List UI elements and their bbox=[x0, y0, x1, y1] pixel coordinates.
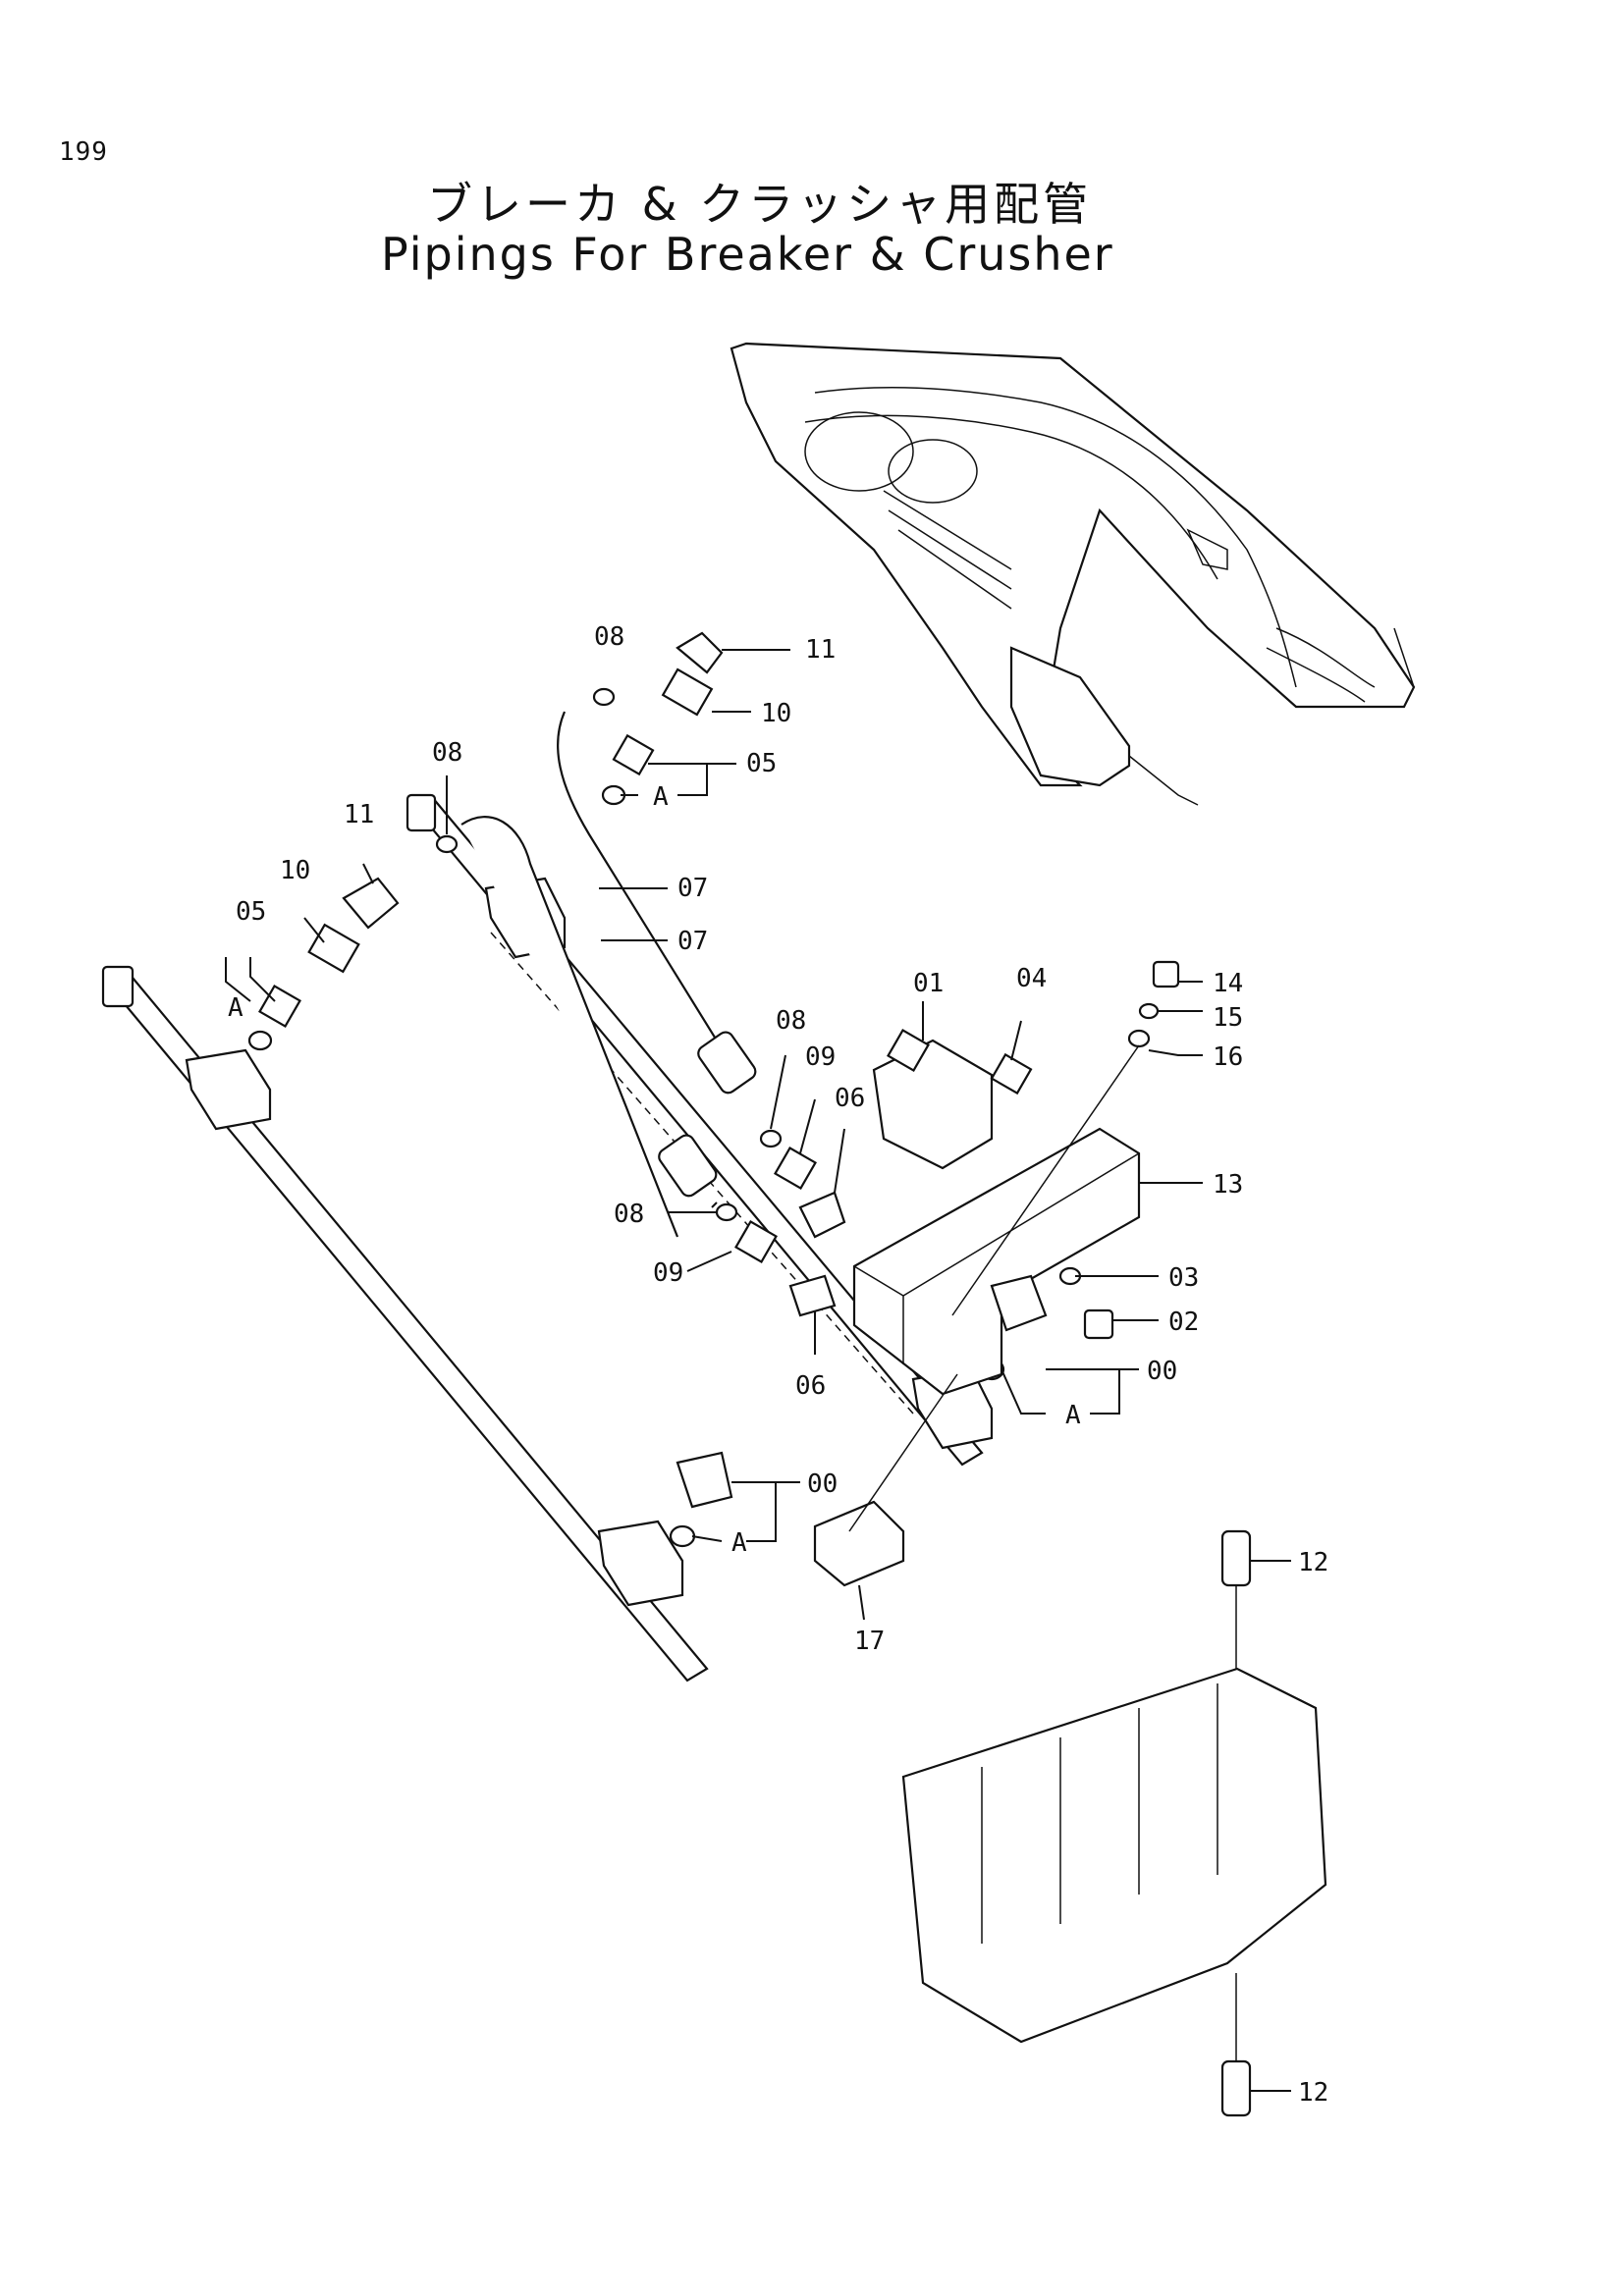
label-14: 14 bbox=[1213, 969, 1243, 998]
control-valve bbox=[901, 1529, 1327, 2117]
label-11-upper: 11 bbox=[805, 635, 836, 665]
label-08-lower: 08 bbox=[614, 1200, 644, 1229]
left-arm-pipe bbox=[101, 965, 709, 1682]
label-08-mid: 08 bbox=[776, 1006, 806, 1036]
label-07-lower: 07 bbox=[677, 927, 708, 956]
page-title-japanese: ブレーカ & クラッシャ用配管 bbox=[427, 178, 1093, 231]
label-a-upper: A bbox=[653, 782, 669, 812]
boom-arm-overview bbox=[730, 342, 1416, 806]
label-03: 03 bbox=[1168, 1263, 1199, 1293]
label-12-lower: 12 bbox=[1298, 2078, 1328, 2108]
bracket bbox=[852, 1127, 1141, 1396]
label-07-upper: 07 bbox=[677, 874, 708, 903]
label-10-upper: 10 bbox=[761, 699, 791, 728]
label-10-left: 10 bbox=[280, 856, 310, 885]
label-05-upper: 05 bbox=[746, 749, 777, 778]
label-13: 13 bbox=[1213, 1170, 1243, 1200]
leader-lines bbox=[225, 649, 1291, 2092]
label-04: 04 bbox=[1016, 964, 1047, 993]
hardware bbox=[676, 960, 1180, 1587]
label-12-upper: 12 bbox=[1298, 1548, 1328, 1577]
label-06-lower: 06 bbox=[795, 1371, 826, 1401]
page-number: 199 bbox=[59, 137, 108, 167]
label-09-lower: 09 bbox=[653, 1258, 683, 1288]
label-a-lower: A bbox=[731, 1528, 747, 1558]
label-08-left: 08 bbox=[432, 738, 462, 768]
label-a-right: A bbox=[1065, 1401, 1081, 1430]
label-01: 01 bbox=[913, 969, 944, 998]
label-08-upper: 08 bbox=[594, 622, 624, 652]
label-15: 15 bbox=[1213, 1003, 1243, 1033]
fittings bbox=[247, 631, 1005, 1548]
label-06-mid: 06 bbox=[835, 1084, 865, 1113]
label-16: 16 bbox=[1213, 1042, 1243, 1072]
label-00-left: 00 bbox=[807, 1469, 838, 1499]
part-labels: 11 10 05 A 08 08 11 10 05 A 07 07 08 09 … bbox=[228, 622, 1328, 2108]
page-title-english: Pipings For Breaker & Crusher bbox=[381, 228, 1114, 281]
valve-assembly bbox=[872, 1029, 1033, 1170]
label-17: 17 bbox=[854, 1627, 885, 1656]
label-02: 02 bbox=[1168, 1308, 1199, 1337]
label-00-right: 00 bbox=[1147, 1357, 1177, 1386]
label-05-left: 05 bbox=[236, 897, 266, 927]
label-a-left: A bbox=[228, 993, 243, 1023]
label-11-left: 11 bbox=[344, 800, 374, 829]
label-09-mid: 09 bbox=[805, 1042, 836, 1072]
